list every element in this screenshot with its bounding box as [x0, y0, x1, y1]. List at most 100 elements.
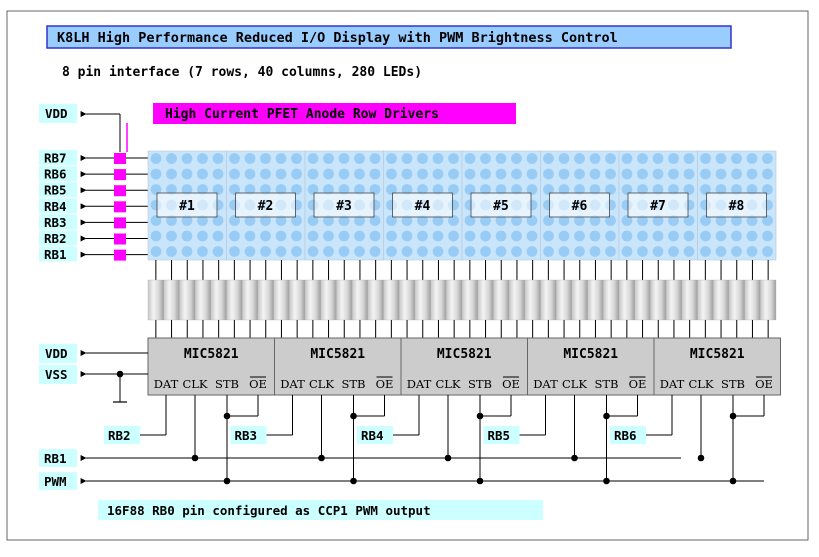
led-dot — [495, 230, 507, 242]
led-dot — [260, 153, 271, 164]
chip-pin-stb: STB — [215, 377, 239, 391]
led-dot — [558, 184, 570, 195]
led-dot — [229, 153, 240, 164]
chip-name: MIC5821 — [437, 347, 492, 362]
led-dot — [338, 215, 350, 226]
led-dot — [480, 168, 491, 180]
cable-conductor — [210, 279, 227, 321]
mic5821-chip — [527, 337, 655, 396]
led-dot — [323, 153, 334, 164]
led-dot — [275, 153, 287, 164]
cable-conductor — [430, 279, 447, 321]
cable-conductor — [650, 279, 667, 321]
chip-pin-stb: STB — [342, 377, 366, 391]
title-box — [46, 25, 732, 49]
led-dot — [369, 153, 381, 164]
led-dot — [369, 230, 381, 242]
led-dot — [526, 184, 538, 195]
led-dot — [338, 230, 350, 242]
led-dot — [589, 215, 601, 226]
chip-name: MIC5821 — [310, 347, 365, 362]
bus-rb1-label-bg — [39, 449, 77, 467]
led-dot — [291, 230, 302, 242]
led-dot — [589, 230, 601, 242]
led-dot — [354, 184, 365, 195]
mic5821-chip — [400, 337, 528, 396]
data-pin-label-bg — [483, 426, 520, 444]
footnote-text: 16F88 RB0 pin configured as CCP1 PWM out… — [107, 503, 431, 518]
led-dot — [354, 246, 365, 257]
data-pin-label: RB4 — [361, 428, 384, 443]
led-dot — [229, 215, 240, 226]
led-dot — [637, 153, 648, 164]
cable-conductor — [744, 279, 761, 321]
led-dot — [244, 230, 256, 242]
led-dot — [574, 246, 585, 257]
led-dot — [480, 184, 491, 195]
led-dot — [700, 246, 711, 257]
led-dot — [543, 246, 554, 257]
led-dot — [338, 168, 350, 180]
chip-name: MIC5821 — [563, 347, 618, 362]
led-dot — [700, 184, 711, 195]
led-dot — [307, 215, 319, 226]
led-dot — [495, 215, 507, 226]
led-dot — [746, 230, 758, 242]
row-pin-label-bg — [39, 214, 77, 230]
led-dot — [212, 168, 224, 180]
led-dot — [668, 215, 679, 226]
mic5821-chip — [147, 337, 275, 396]
led-dot — [731, 230, 742, 242]
cable-conductor — [414, 279, 431, 321]
led-dot — [275, 230, 287, 242]
bus-pwm-label-bg — [39, 472, 77, 490]
cable-conductor — [461, 279, 478, 321]
led-dot — [401, 184, 413, 195]
column-cable — [147, 260, 777, 338]
led-dot — [511, 153, 522, 164]
led-dot — [448, 215, 459, 226]
led-dot — [526, 215, 538, 226]
led-dot — [589, 153, 601, 164]
led-dot — [480, 153, 491, 164]
chip-pin-clk: CLK — [562, 377, 587, 391]
led-dot — [244, 153, 256, 164]
chip-pin-stb: STB — [468, 377, 492, 391]
led-dot — [401, 168, 413, 180]
chip-pin-clk: CLK — [309, 377, 334, 391]
data-pin-label-bg — [104, 426, 140, 444]
led-dot — [260, 184, 271, 195]
led-dot — [715, 230, 727, 242]
led-dot — [605, 184, 616, 195]
led-dot — [260, 168, 271, 180]
chip-pin-dat: DAT — [533, 377, 558, 391]
led-dot — [464, 230, 476, 242]
led-dot — [526, 168, 538, 180]
module-label: #1 — [179, 199, 195, 214]
cable-conductor — [383, 279, 400, 321]
led-dot — [715, 153, 727, 164]
led-dot — [323, 246, 334, 257]
led-dot — [543, 230, 554, 242]
led-dot — [543, 215, 554, 226]
chip-pin-dat: DAT — [280, 377, 305, 391]
led-dot — [543, 153, 554, 164]
clk-junction — [697, 454, 705, 462]
pfet-driver — [114, 169, 126, 181]
led-dot — [589, 246, 601, 257]
led-dot — [731, 246, 742, 257]
cable-conductor — [179, 279, 196, 321]
cable-conductor — [728, 279, 745, 321]
cable-conductor — [665, 279, 682, 321]
led-dot — [448, 184, 459, 195]
led-dot — [668, 168, 679, 180]
led-dot — [307, 153, 319, 164]
module-label: #3 — [336, 199, 352, 214]
led-dot — [652, 230, 664, 242]
led-dot — [323, 215, 334, 226]
module-label: #6 — [572, 199, 588, 214]
led-dot — [480, 246, 491, 257]
cable-conductor — [634, 279, 651, 321]
led-dot — [668, 230, 679, 242]
